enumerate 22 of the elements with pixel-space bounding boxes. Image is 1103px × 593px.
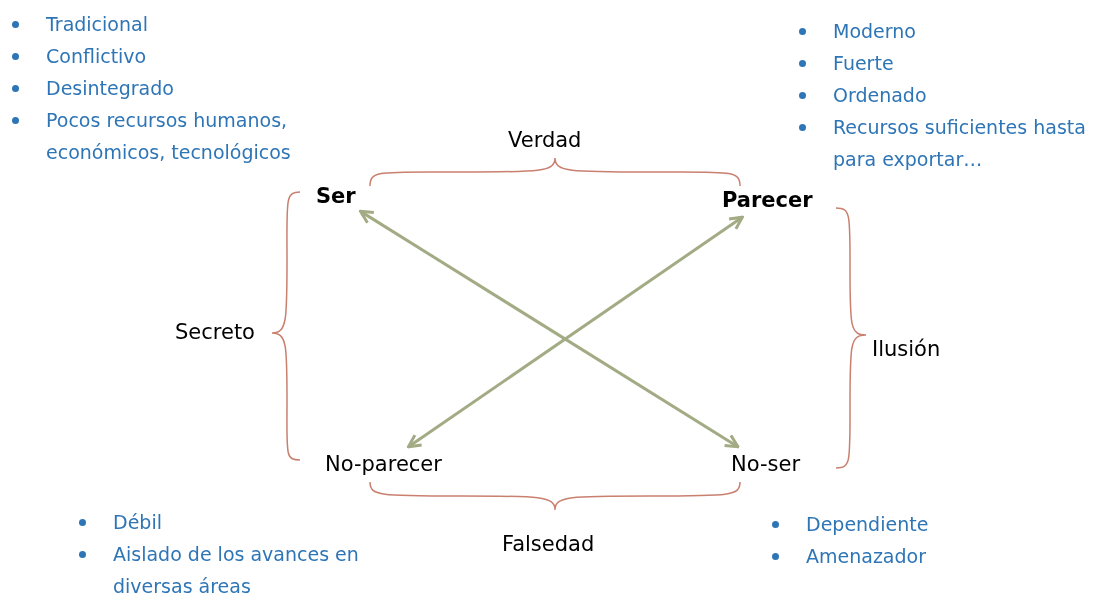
bullet-text: Aislado de los avances en diversas áreas [113, 543, 359, 593]
bullet-text: Desintegrado [46, 77, 174, 99]
concept-label: Ser [316, 184, 356, 208]
bullet-text: Débil [113, 511, 162, 533]
brace-label: Secreto [175, 320, 255, 344]
brace-label: Ilusión [872, 337, 941, 361]
bullet-text: Tradicional [46, 13, 148, 35]
bullet-text: Pocos recursos humanos, económicos, tecnológicos [46, 109, 291, 163]
double-arrow [406, 215, 744, 449]
concept-label: No-ser [731, 452, 801, 476]
brace-label: Falsedad [502, 532, 595, 556]
bullet-text: Fuerte [833, 52, 894, 74]
bullet-text: Conflictivo [46, 45, 147, 67]
bullet-text: Recursos suficientes hasta para exportar… [833, 116, 1086, 170]
concept-label: No-parecer [325, 452, 442, 476]
concept-label: Parecer [722, 188, 813, 212]
bullet-text: Dependiente [806, 513, 929, 535]
bullet-text: Moderno [833, 20, 916, 42]
bullet-text: Ordenado [833, 84, 927, 106]
double-arrow [358, 209, 740, 449]
brace-label: Verdad [508, 128, 582, 152]
bullet-text: Amenazador [806, 545, 926, 567]
